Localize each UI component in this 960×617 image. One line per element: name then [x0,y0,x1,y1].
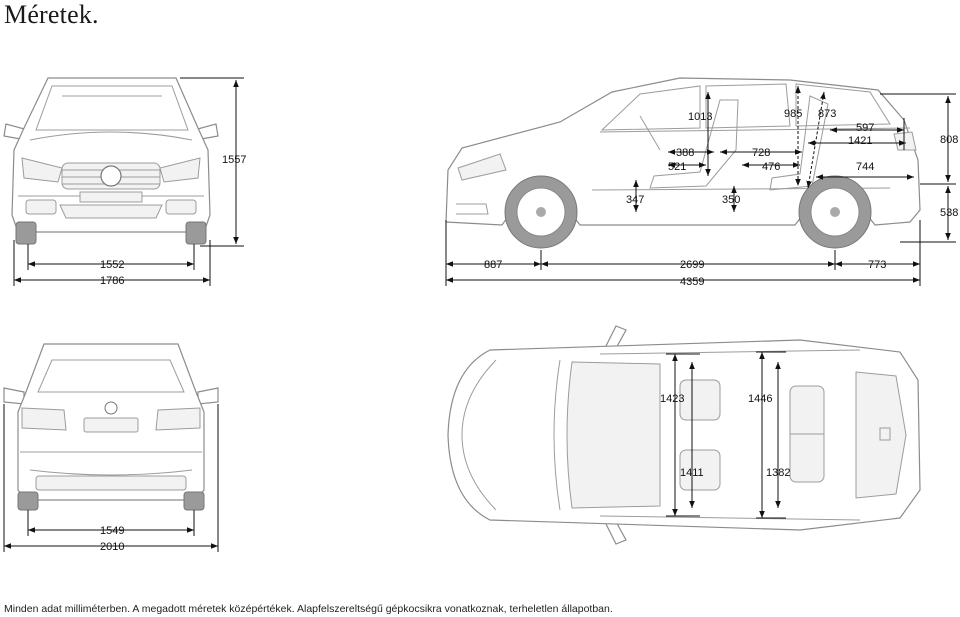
wheelbase-label: 2699 [680,259,704,271]
rear-view-dimensions [3,404,219,552]
rear-mirror-width-label: 2010 [100,541,124,553]
side-view-dimensions [445,86,956,286]
front-view-car [3,77,219,245]
front-legroom-a-label: 388 [676,147,694,159]
rear-sill-height-label: 538 [940,207,958,219]
rear-elbow-label: 1382 [766,467,790,479]
rear-track-label: 1549 [100,525,124,537]
front-overhang-label: 887 [484,259,502,271]
page-title: Méretek. [4,0,99,29]
front-view-dimensions [13,77,244,286]
front-height-label: 1557 [222,154,246,166]
front-elbow-label: 1411 [680,467,704,479]
front-seat-height-label: 347 [626,194,644,206]
front-shoulder-label: 1423 [660,393,684,405]
rear-view-car [3,343,219,511]
top-view-dimensions [666,351,786,519]
rear-seat-gap-label: 728 [752,147,770,159]
length-label: 4359 [680,276,704,288]
luggage-length-c-label: 744 [856,161,874,173]
top-view-car [447,325,921,545]
luggage-length-b-label: 1421 [848,135,872,147]
rear-legroom-label: 476 [762,161,780,173]
front-width-label: 1786 [100,275,124,287]
rear-overhang-label: 773 [868,259,886,271]
luggage-height-label: 873 [818,108,836,120]
front-track-label: 1552 [100,259,124,271]
rear-shoulder-label: 1446 [748,393,772,405]
rear-seat-height-label: 350 [722,194,740,206]
luggage-length-a-label: 597 [856,122,874,134]
front-legroom-b-label: 521 [668,161,686,173]
rear-headroom-label: 985 [784,108,802,120]
roof-rear-height-label: 808 [940,134,958,146]
front-headroom-label: 1013 [688,111,712,123]
footnote: Minden adat milliméterben. A megadott mé… [4,603,613,615]
